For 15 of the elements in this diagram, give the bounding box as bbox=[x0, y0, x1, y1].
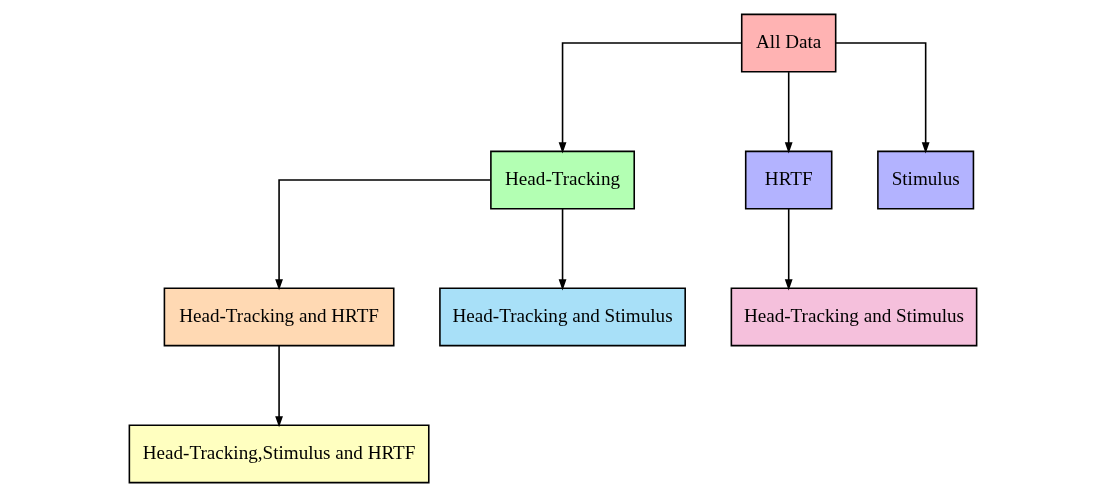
node-box: Head-Tracking and HRTF bbox=[163, 287, 395, 347]
node-box: Head-Tracking and Stimulus bbox=[730, 287, 978, 347]
node-box: HRTF bbox=[744, 150, 833, 210]
arrow bbox=[275, 179, 492, 291]
arrow bbox=[558, 42, 743, 154]
arrow bbox=[784, 208, 793, 291]
arrow bbox=[558, 208, 567, 291]
arrow bbox=[275, 345, 283, 428]
arrow bbox=[784, 71, 793, 154]
node-box: Head-Tracking bbox=[490, 150, 635, 210]
node-box: Head-Tracking and Stimulus bbox=[439, 287, 686, 347]
arrow bbox=[835, 42, 930, 154]
node-box: All Data bbox=[740, 13, 837, 73]
node-box: Stimulus bbox=[877, 150, 975, 210]
node-box: Head-Tracking,Stimulus and HRTF bbox=[128, 424, 430, 484]
